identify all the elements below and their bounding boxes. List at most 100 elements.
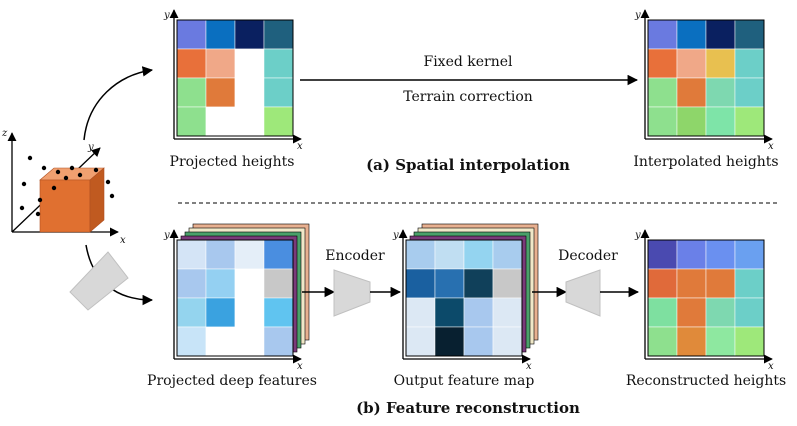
point-encoder-shape: [69, 251, 129, 311]
projected-heights-cell-r1c3: [263, 48, 294, 79]
projected-heights-axis-y-label: y: [163, 10, 170, 21]
projected-heights-cell-r3c1: [205, 106, 236, 137]
reconstructed-heights-cell-r0c0: [647, 239, 678, 270]
encoder-shape: [333, 269, 371, 317]
reconstructed-heights-axis-y-label: y: [634, 230, 641, 241]
projected-deep-features-cell-r2c1: [205, 297, 236, 328]
projected-deep-features-cell-r2c0: [176, 297, 207, 328]
projected-heights-cell-r2c0: [176, 77, 207, 108]
interpolated-heights-cell-r3c3: [734, 106, 765, 137]
interpolated-heights-border: [647, 19, 765, 137]
reconstructed-heights-cell-r1c3: [734, 268, 765, 299]
projected-heights-cell-r2c2: [234, 77, 265, 108]
projected-deep-features-cell-r0c2: [234, 239, 265, 270]
grid-projected-heights: yx: [163, 9, 303, 152]
interpolated-heights-cell-r0c3: [734, 19, 765, 50]
projected-heights-cell-r0c0: [176, 19, 207, 50]
reconstructed-heights-cell-r1c0: [647, 268, 678, 299]
output-feature-map-axis-x-label: x: [526, 361, 532, 372]
interpolated-heights-cell-r2c0: [647, 77, 678, 108]
point-cloud-3d: z x y: [1, 128, 126, 246]
label-fixed-kernel: Fixed kernel: [423, 54, 513, 70]
interpolated-heights-cell-r2c1: [676, 77, 707, 108]
projected-deep-features-axis-y-label: y: [163, 230, 170, 241]
projected-deep-features-cell-r0c0: [176, 239, 207, 270]
projected-heights-cell-r1c0: [176, 48, 207, 79]
reconstructed-heights-axis-x-label: x: [768, 361, 774, 372]
label-projected-heights: Projected heights: [170, 154, 295, 170]
projected-deep-features-border: [176, 239, 294, 357]
building-block: [39, 167, 105, 233]
output-feature-map-cell-r0c0: [405, 239, 436, 270]
interpolated-heights-cell-r3c1: [676, 106, 707, 137]
interpolated-heights-cell-r2c2: [705, 77, 736, 108]
axis-y-label-3d: y: [87, 142, 94, 153]
reconstructed-heights-cell-r2c0: [647, 297, 678, 328]
projected-heights-cell-r3c2: [234, 106, 265, 137]
projected-heights-cell-r1c2: [234, 48, 265, 79]
output-feature-map-cell-r0c2: [463, 239, 494, 270]
interpolated-heights-axis-x-label: x: [768, 141, 774, 152]
title-feature-reconstruction: (b) Feature reconstruction: [356, 399, 580, 417]
output-feature-map-cell-r1c2: [463, 268, 494, 299]
reconstructed-heights-cell-r1c1: [676, 268, 707, 299]
decoder-shape: [565, 269, 601, 317]
projected-heights-cell-r3c0: [176, 106, 207, 137]
interpolated-heights-cell-r0c0: [647, 19, 678, 50]
reconstructed-heights-cell-r3c1: [676, 326, 707, 357]
interpolated-heights-cell-r0c2: [705, 19, 736, 50]
output-feature-map-cell-r3c2: [463, 326, 494, 357]
label-terrain-correction: Terrain correction: [403, 89, 533, 105]
grid-interpolated-heights: yx: [634, 9, 774, 152]
arrow-to-projected-heights: [83, 66, 154, 141]
interpolated-heights-cell-r3c2: [705, 106, 736, 137]
output-feature-map-cell-r3c0: [405, 326, 436, 357]
reconstructed-heights-cell-r3c3: [734, 326, 765, 357]
interpolated-heights-cell-r1c2: [705, 48, 736, 79]
interpolated-heights-cell-r0c1: [676, 19, 707, 50]
label-interpolated-heights: Interpolated heights: [633, 154, 778, 170]
output-feature-map-cell-r2c1: [434, 297, 465, 328]
stack-output-feature-map: yx: [392, 223, 539, 372]
reconstructed-heights-cell-r0c1: [676, 239, 707, 270]
interpolated-heights-cell-r2c3: [734, 77, 765, 108]
output-feature-map-cell-r2c3: [492, 297, 523, 328]
axis-x-label-3d: x: [120, 235, 126, 246]
output-feature-map-cell-r1c0: [405, 268, 436, 299]
reconstructed-heights-cell-r2c1: [676, 297, 707, 328]
projected-heights-cell-r3c3: [263, 106, 294, 137]
stack-projected-deep-features: yx: [163, 223, 310, 372]
projected-deep-features-cell-r1c3: [263, 268, 294, 299]
projected-heights-border: [176, 19, 294, 137]
output-feature-map-cell-r1c1: [434, 268, 465, 299]
projected-heights-cell-r2c3: [263, 77, 294, 108]
projected-deep-features-cell-r1c0: [176, 268, 207, 299]
projected-heights-cell-r1c1: [205, 48, 236, 79]
point-samples: [19, 155, 115, 217]
reconstructed-heights-border: [647, 239, 765, 357]
projected-heights-cell-r0c3: [263, 19, 294, 50]
label-output-feature-map: Output feature map: [394, 373, 535, 389]
reconstructed-heights-cell-r3c0: [647, 326, 678, 357]
reconstructed-heights-cell-r3c2: [705, 326, 736, 357]
output-feature-map-cell-r2c0: [405, 297, 436, 328]
projected-heights-axis-x-label: x: [297, 141, 303, 152]
output-feature-map-cell-r0c3: [492, 239, 523, 270]
label-projected-deep-features: Projected deep features: [147, 373, 317, 389]
output-feature-map-cell-r2c2: [463, 297, 494, 328]
axis-z-label-3d: z: [1, 128, 8, 139]
reconstructed-heights-cell-r0c3: [734, 239, 765, 270]
reconstructed-heights-cell-r1c2: [705, 268, 736, 299]
reconstructed-heights-cell-r2c3: [734, 297, 765, 328]
output-feature-map-axis-y-label: y: [392, 230, 399, 241]
output-feature-map-cell-r1c3: [492, 268, 523, 299]
interpolated-heights-cell-r1c1: [676, 48, 707, 79]
label-reconstructed-heights: Reconstructed heights: [626, 373, 786, 389]
output-feature-map-border: [405, 239, 523, 357]
interpolated-heights-axis-y-label: y: [634, 10, 641, 21]
projected-deep-features-cell-r0c3: [263, 239, 294, 270]
projected-deep-features-cell-r1c2: [234, 268, 265, 299]
projected-deep-features-axis-x-label: x: [297, 361, 303, 372]
